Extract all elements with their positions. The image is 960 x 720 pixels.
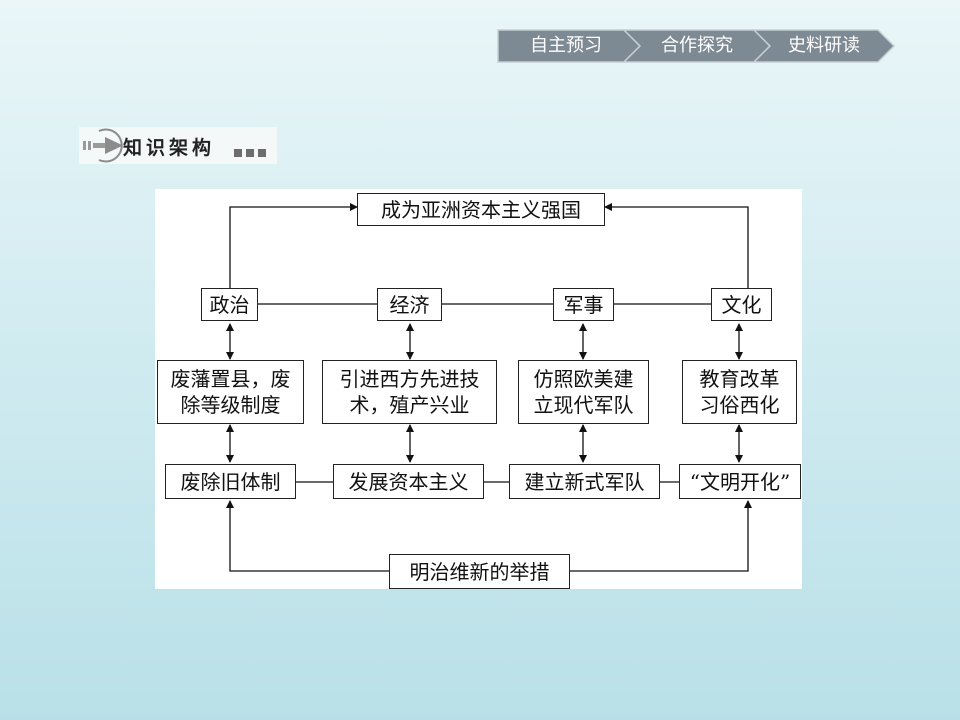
detail-culture: 教育改革习俗西化 [682, 360, 797, 424]
measure-develop-capitalism: 发展资本主义 [333, 464, 484, 499]
section-title: 知识架构 [123, 137, 216, 159]
measure-new-army: 建立新式军队 [509, 464, 660, 499]
category-culture: 文化 [711, 288, 772, 321]
tab-cooperative-inquiry[interactable]: 合作探究 [661, 35, 733, 56]
bottom-box: 明治维新的举措 [389, 554, 570, 589]
line-politics-to-goal [229, 203, 358, 288]
tab-historical-sources[interactable]: 史料研读 [788, 35, 860, 56]
detail-politics: 废藩置县，废除等级制度 [157, 360, 304, 424]
measure-civilization: “文明开化” [679, 464, 801, 499]
line-culture-to-goal [604, 203, 749, 288]
nav-chevrons [497, 29, 896, 63]
section-dots [234, 142, 270, 161]
category-politics: 政治 [201, 288, 258, 321]
tab-self-preview[interactable]: 自主预习 [530, 35, 602, 56]
connector-lines [226, 203, 752, 572]
knowledge-diagram: 成为亚洲资本主义强国 政治 经济 军事 文化 废藩置县，废除等级制度 引进西方先… [155, 189, 802, 589]
arrow-icon [83, 128, 123, 163]
section-header: 知识架构 [79, 127, 277, 164]
top-nav: 自主预习 合作探究 史料研读 [497, 29, 897, 63]
detail-economy: 引进西方先进技术，殖产兴业 [322, 360, 497, 424]
line-bottom-to-measure-4 [570, 500, 752, 572]
category-economy: 经济 [377, 288, 442, 321]
category-military: 军事 [553, 288, 614, 321]
detail-military: 仿照欧美建立现代军队 [518, 360, 649, 424]
tab-bg-3 [752, 29, 896, 63]
goal-box: 成为亚洲资本主义强国 [357, 193, 605, 226]
line-bottom-to-measure-1 [226, 500, 389, 572]
measure-abolish-old-system: 废除旧体制 [165, 464, 296, 499]
